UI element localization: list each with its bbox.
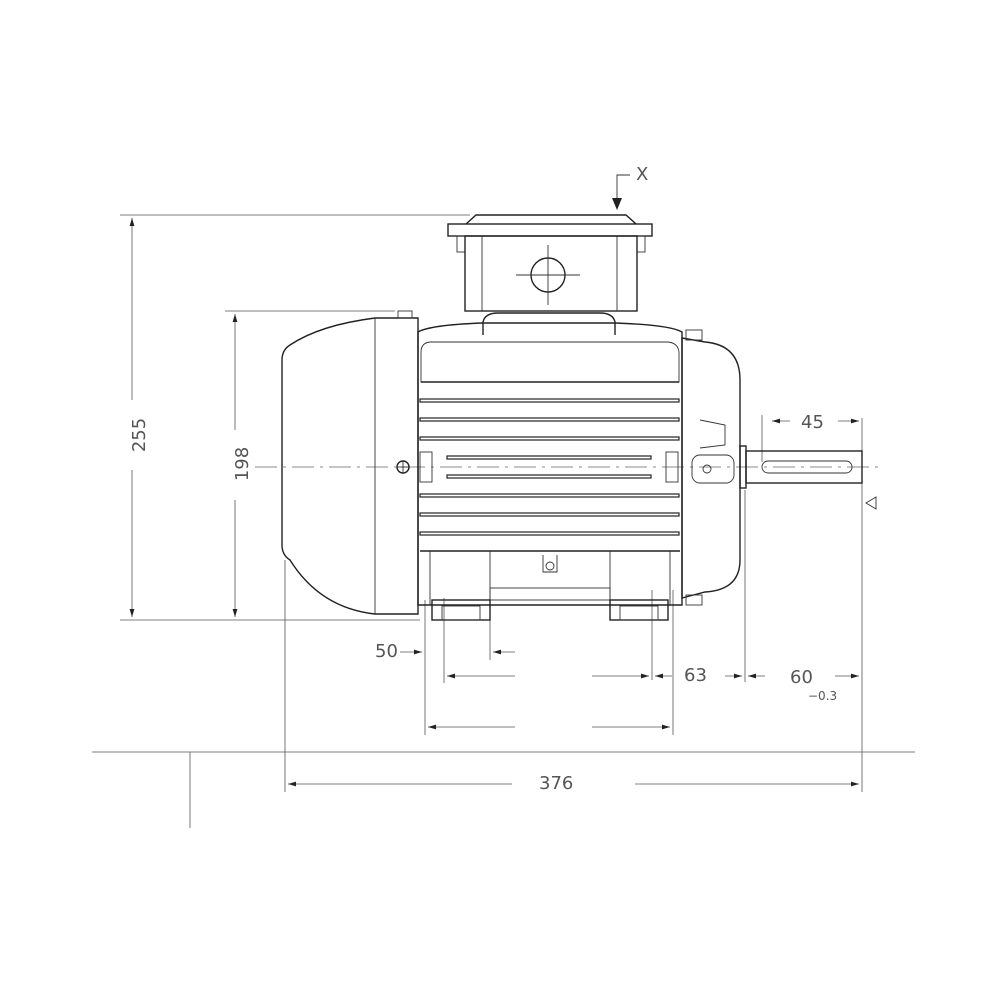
stator-housing (417, 322, 683, 606)
terminal-box (447, 214, 653, 335)
view-marker-label: X (636, 164, 649, 185)
mounting-feet (431, 599, 669, 621)
fan-cover (281, 310, 419, 615)
keyway (761, 460, 853, 474)
dim-shaft-length: 60 (790, 667, 813, 688)
reference-triangle-icon (865, 496, 877, 510)
dim-key-length: 45 (801, 412, 824, 433)
dimension-lines (129, 218, 859, 787)
dim-overall-length: 376 (539, 773, 574, 794)
extension-lines (120, 214, 863, 792)
dim-198: 198 (232, 446, 254, 482)
dim-foot-offset: 63 (684, 665, 707, 686)
view-arrow-x-icon (612, 174, 630, 210)
dim-foot-width: 50 (375, 641, 398, 662)
end-shield (681, 329, 747, 606)
dim-overall-height: 255 (129, 417, 151, 453)
dim-shaft-tolerance: −0.3 (808, 689, 838, 703)
shaft (745, 450, 863, 484)
